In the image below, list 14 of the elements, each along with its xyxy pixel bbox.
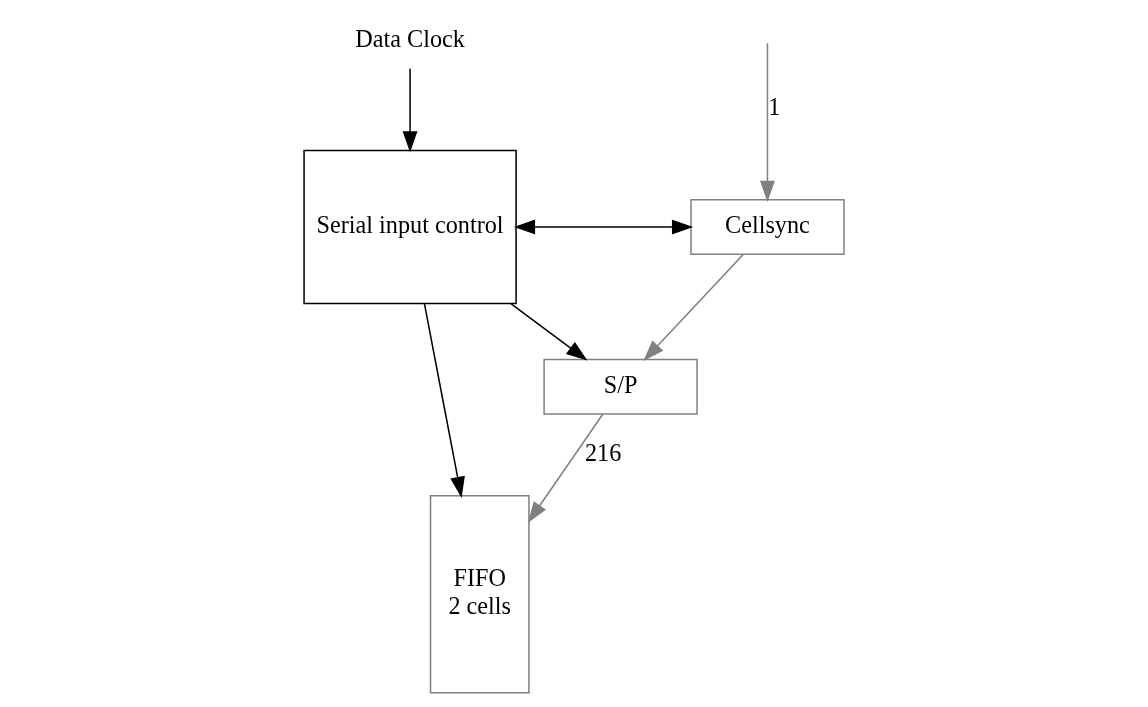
node-box: Serial input control — [303, 149, 517, 305]
arrow — [760, 42, 775, 203]
edge-label: 1 — [768, 93, 781, 121]
arrow — [527, 413, 604, 523]
node-text: Data Clock — [355, 25, 465, 53]
arrow — [402, 68, 418, 153]
node-box: S/P — [543, 358, 698, 415]
node-box: FIFO 2 cells — [429, 495, 530, 694]
arrow — [513, 219, 694, 235]
arrow — [510, 302, 588, 361]
node-box: Cellsync — [690, 199, 845, 256]
edge-label: 216 — [584, 438, 622, 466]
arrow — [643, 253, 744, 362]
arrow — [423, 302, 465, 498]
